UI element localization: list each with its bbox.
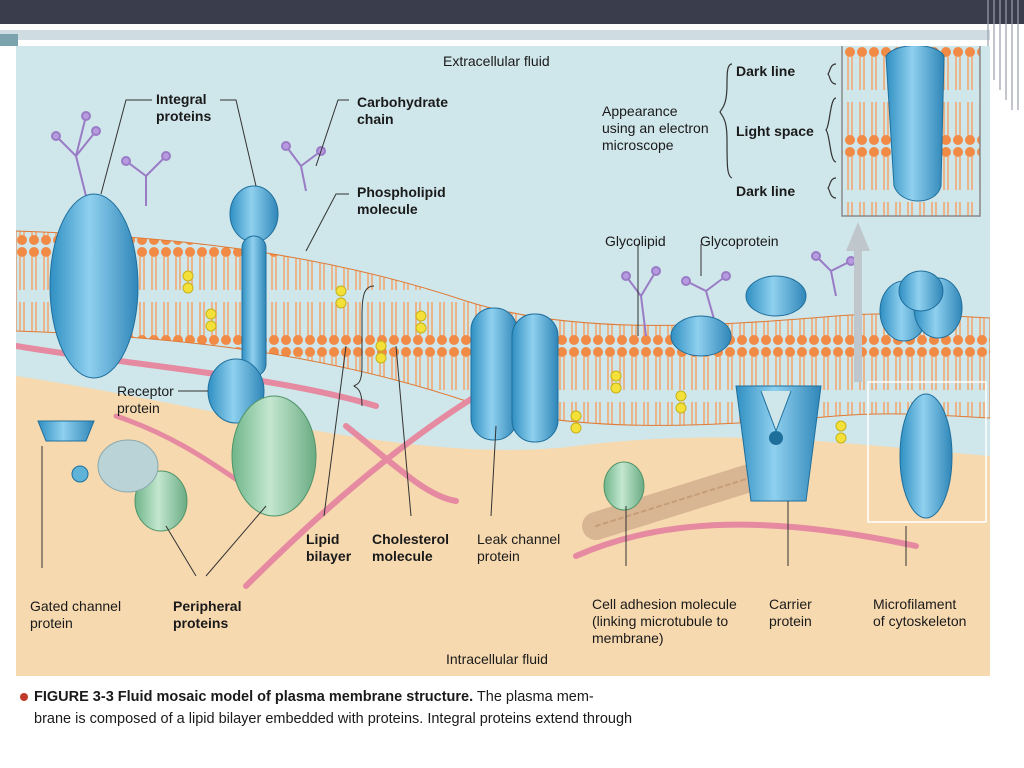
carrier-protein [736, 386, 821, 501]
label-carbohydrate-chain: Carbohydrate chain [357, 94, 448, 128]
peripheral-protein-gray [98, 440, 158, 492]
label-cholesterol-molecule: Cholesterol molecule [372, 531, 449, 565]
receptor-protein-stalk [242, 236, 266, 376]
peripheral-protein-green-large [232, 396, 316, 516]
caption-line1-rest: The plasma mem- [477, 689, 594, 705]
label-lipid-bilayer: Lipid bilayer [306, 531, 351, 565]
gated-channel-gate [72, 466, 88, 482]
label-integral-proteins: Integral proteins [156, 91, 211, 125]
zoom-protein [900, 394, 952, 518]
gated-channel-protein [38, 421, 94, 441]
slide-top-bar [0, 0, 1024, 24]
accent-bar-teal [0, 34, 18, 46]
caption-bullet [20, 693, 28, 701]
label-dark-line-bottom: Dark line [736, 183, 795, 200]
inset-protein [886, 46, 944, 201]
label-peripheral-proteins: Peripheral proteins [173, 598, 241, 632]
label-intracellular-fluid: Intracellular fluid [446, 651, 548, 668]
caption-figure-number: FIGURE 3-3 [34, 689, 114, 705]
label-light-space: Light space [736, 123, 814, 140]
receptor-protein-head [230, 186, 278, 242]
figure-caption: FIGURE 3-3 Fluid mosaic model of plasma … [20, 686, 720, 730]
label-gated-channel-protein: Gated channel protein [30, 598, 121, 632]
plasma-membrane-diagram [16, 46, 990, 676]
glycoprotein-dome [671, 316, 731, 356]
label-phospholipid-molecule: Phospholipid molecule [357, 184, 446, 218]
cell-adhesion-molecule [604, 462, 644, 510]
label-microfilament: Microfilament of cytoskeleton [873, 596, 966, 630]
label-receptor-protein: Receptor protein [117, 383, 174, 417]
label-cell-adhesion-molecule: Cell adhesion molecule (linking microtub… [592, 596, 737, 647]
label-leak-channel-protein: Leak channel protein [477, 531, 560, 565]
slide-accent-strip [0, 24, 1000, 46]
caption-line-1: FIGURE 3-3 Fluid mosaic model of plasma … [20, 686, 720, 708]
label-carrier-protein: Carrier protein [769, 596, 812, 630]
surface-protein-dome [746, 276, 806, 316]
label-appearance-em: Appearance using an electron microscope [602, 103, 709, 154]
caption-title: Fluid mosaic model of plasma membrane st… [118, 689, 473, 705]
leak-channel-protein [471, 308, 558, 442]
integral-protein-large [50, 194, 138, 378]
caption-line-2: brane is composed of a lipid bilayer emb… [20, 708, 720, 730]
label-extracellular-fluid: Extracellular fluid [443, 53, 550, 70]
label-dark-line-top: Dark line [736, 63, 795, 80]
accent-bar-light [0, 30, 990, 40]
label-glycoprotein: Glycoprotein [700, 233, 779, 250]
label-glycolipid: Glycolipid [605, 233, 666, 250]
